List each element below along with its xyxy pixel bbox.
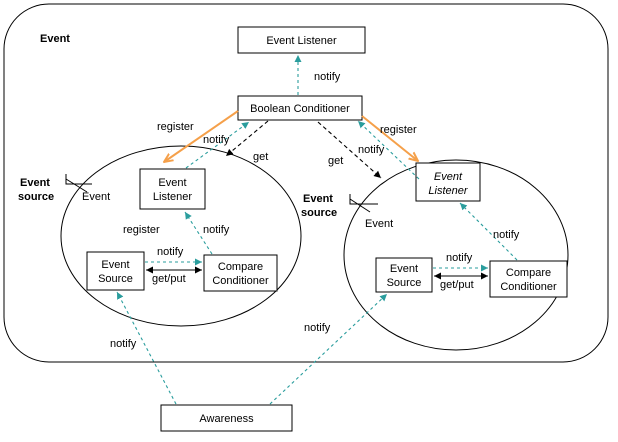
event-listener-top-box: Event Listener	[237, 26, 366, 54]
event-container-title: Event	[40, 33, 70, 45]
left-listener-line1: Event	[158, 177, 186, 189]
notify-arrow-left-listener-to-boolean	[185, 121, 250, 169]
getput-label-left: get/put	[152, 273, 186, 285]
right-event-listener-box: Event Listener	[415, 162, 481, 202]
notify-label-right-upper: notify	[358, 144, 385, 156]
left-compare-conditioner-box: Compare Conditioner	[203, 254, 278, 292]
event-listener-top-label: Event Listener	[266, 35, 337, 47]
event-container	[3, 3, 609, 363]
left-compare-line2: Conditioner	[212, 275, 269, 287]
notify-label-right-source: notify	[446, 252, 473, 264]
left-listener-line2: Listener	[153, 191, 192, 203]
left-event-label: Event	[82, 191, 110, 203]
left-compare-line1: Compare	[218, 261, 263, 273]
register-label-left-inner: register	[123, 224, 160, 236]
awareness-label: Awareness	[199, 413, 254, 425]
right-listener-line2: Listener	[428, 185, 468, 197]
notify-label-left-compare: notify	[203, 224, 230, 236]
right-event-source-region	[343, 159, 569, 351]
get-arrow-left	[225, 120, 269, 157]
left-event-marker	[65, 174, 92, 185]
boolean-conditioner-box: Boolean Conditioner	[237, 95, 363, 121]
left-source-line2: Source	[98, 273, 133, 285]
notify-arrow-awareness-to-right-source	[269, 293, 388, 405]
notify-label-left-source: notify	[157, 246, 184, 258]
right-compare-line1: Compare	[506, 267, 551, 279]
register-label-left: register	[157, 121, 194, 133]
register-arrow-left	[164, 110, 239, 162]
notify-label-top: notify	[314, 71, 341, 83]
left-event-marker-diag	[65, 178, 88, 193]
left-event-source-box: Event Source	[86, 251, 145, 291]
right-listener-line1: Event	[434, 171, 463, 183]
right-compare-conditioner-box: Compare Conditioner	[489, 260, 568, 298]
notify-label-right-compare: notify	[493, 229, 520, 241]
get-label-right: get	[328, 155, 343, 167]
left-event-source-region	[60, 145, 302, 327]
notify-label-awareness-left: notify	[110, 338, 137, 350]
register-label-right: register	[380, 124, 417, 136]
right-event-marker-diag	[349, 198, 371, 213]
right-event-label: Event	[365, 218, 393, 230]
left-event-source-label-line2: source	[18, 191, 54, 203]
left-event-listener-box: Event Listener	[139, 168, 206, 210]
awareness-box: Awareness	[160, 404, 293, 432]
right-source-line2: Source	[387, 277, 422, 289]
boolean-conditioner-label: Boolean Conditioner	[250, 103, 350, 115]
get-arrow-right	[317, 121, 382, 179]
notify-arrow-right-compare-to-listener	[459, 202, 518, 261]
register-arrow-right	[361, 115, 418, 161]
getput-label-right: get/put	[440, 279, 474, 291]
left-source-line1: Event	[101, 259, 129, 271]
notify-arrow-left-compare-to-listener	[184, 211, 213, 255]
right-event-source-box: Event Source	[375, 257, 433, 293]
right-source-line1: Event	[390, 263, 418, 275]
notify-label-awareness-right: notify	[304, 322, 331, 334]
get-label-left: get	[253, 151, 268, 163]
right-event-source-label-line2: source	[301, 207, 337, 219]
right-compare-line2: Conditioner	[500, 281, 557, 293]
notify-arrow-right-listener-to-boolean	[357, 120, 420, 180]
right-event-source-label-line1: Event	[303, 193, 333, 205]
left-event-source-label-line1: Event	[20, 177, 50, 189]
notify-label-left-upper: notify	[203, 134, 230, 146]
right-event-marker	[349, 194, 378, 205]
